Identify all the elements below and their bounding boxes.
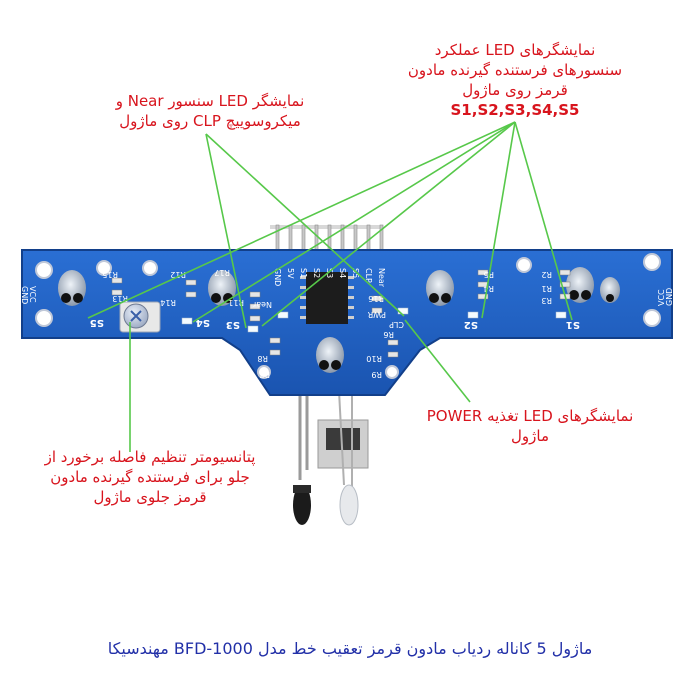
silk-r7: R7 (259, 370, 270, 379)
potentiometer (119, 301, 161, 333)
silk-vcc-right: VCC (657, 289, 666, 306)
pin-label-clp: CLP (364, 268, 373, 283)
sensor-s5 (58, 270, 86, 306)
annotation-power-led: نمایشگرهای LED تغذیه POWER ماژول (400, 406, 660, 446)
silk-vcc-left: VCC (28, 286, 37, 303)
pointer-lines (87, 121, 573, 452)
silk-pwr: PWR (367, 310, 386, 319)
ic-chip (300, 272, 354, 324)
silk-r4: R4 (483, 284, 494, 293)
annotation-sensor-leds-line-3: قرمز روی ماژول (462, 81, 568, 99)
front-ir-sensor (293, 371, 369, 526)
pin-label-5v: 5V (286, 268, 295, 279)
status-leds (181, 307, 567, 333)
annotation-near-led-line-2: میکروسوییچ CLP روی ماژول (119, 112, 301, 130)
silk-r8: R8 (257, 354, 268, 363)
silkscreen: VCC GND VCC GND S5 S4 S3 S2 S1 Near PWR … (20, 268, 674, 379)
annotation-sensor-leds-line-2: سنسورهای فرستنده گیرنده مادون (407, 61, 623, 79)
silk-s1: S1 (566, 319, 580, 330)
annotation-potentiometer-line-2: جلو برای فرستنده گیرنده مادون (50, 468, 250, 486)
pin-label-s1: S1 (299, 268, 308, 278)
silk-r2: R2 (541, 270, 552, 279)
annotation-near-led-line-1: نمایشگر LED سنسور Near و (115, 92, 305, 110)
silk-gnd-right: GND (665, 288, 674, 306)
silk-r17: R17 (214, 268, 230, 277)
silk-r1: R1 (541, 284, 552, 293)
annotation-sensor-leds-line-4: S1,S2,S3,S4,S5 (450, 101, 580, 119)
silk-r14: R14 (160, 298, 176, 307)
silk-clp: CLP (389, 320, 404, 329)
pin-label-s5: S5 (351, 268, 360, 278)
pin-label-gnd: GND (273, 268, 282, 286)
ir-sensor-pairs (58, 267, 620, 373)
silk-r11: R11 (228, 298, 244, 307)
silk-gnd-left: GND (20, 286, 29, 304)
smd-components (111, 269, 571, 358)
silk-near: Near (252, 300, 272, 309)
sensor-s3 (316, 337, 344, 373)
silk-s4: S4 (196, 317, 210, 328)
pin-label-s3: S3 (325, 268, 334, 278)
annotation-sensor-leds: نمایشگرهای LED عملکرد سنسورهای فرستنده گ… (370, 40, 660, 120)
pin-label-s2: S2 (312, 268, 321, 278)
annotation-sensor-leds-line-1: نمایشگرهای LED عملکرد (434, 41, 596, 59)
pin-label-s4: S4 (338, 268, 347, 278)
silk-r12: R12 (170, 270, 186, 279)
silk-r3: R3 (541, 296, 552, 305)
annotation-potentiometer-line-3: قرمز جلوی ماژول (93, 488, 207, 506)
annotation-power-led-line-2: ماژول (511, 427, 549, 445)
sensor-right-extra (600, 277, 620, 303)
silk-s2: S2 (464, 319, 478, 330)
silk-r9: R9 (371, 370, 382, 379)
annotation-near-led: نمایشگر LED سنسور Near و میکروسوییچ CLP … (70, 91, 350, 131)
silk-r13: R13 (112, 294, 128, 303)
sensor-s1 (566, 267, 594, 303)
silk-r16: R16 (368, 294, 384, 303)
silk-s5: S5 (90, 317, 104, 328)
pin-label-near: Near (377, 268, 386, 288)
silk-s3: S3 (226, 319, 240, 330)
annotation-potentiometer: پتانسیومتر تنظیم فاصله برخورد از جلو برا… (20, 447, 280, 507)
silk-r6: R6 (383, 330, 394, 339)
silk-r15: R15 (102, 270, 118, 279)
sensor-s2 (426, 270, 454, 306)
image-caption: ماژول 5 کاناله ردیاب مادون قرمز تعقیب خط… (107, 639, 593, 658)
silk-r10: R10 (366, 354, 382, 363)
sensor-s4 (208, 270, 236, 306)
annotation-power-led-line-1: نمایشگرهای LED تغذیه POWER (426, 407, 634, 425)
annotation-potentiometer-line-1: پتانسیومتر تنظیم فاصله برخورد از (44, 448, 256, 466)
